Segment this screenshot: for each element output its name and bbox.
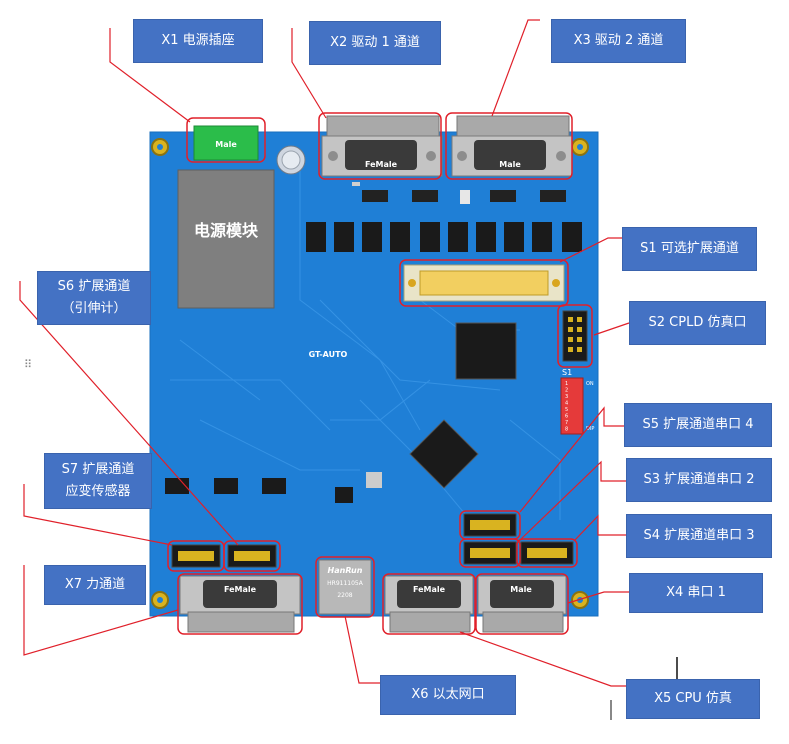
dip-number: 6 bbox=[565, 414, 568, 420]
ethernet-jack: HanRun HR911105A 2208 bbox=[318, 559, 372, 615]
label-s7-line1: S7 扩展通道 bbox=[61, 461, 135, 477]
s2-header bbox=[562, 310, 588, 362]
label-x1: X1 电源插座 bbox=[133, 19, 263, 63]
power-jack bbox=[193, 125, 259, 161]
x7-connector: FeMale bbox=[179, 575, 301, 633]
x2-connector-text: FeMale bbox=[365, 160, 398, 169]
label-s4: S4 扩展通道串口 3 bbox=[626, 514, 772, 558]
label-s7-line2: 应变传感器 bbox=[65, 484, 131, 499]
s1-header bbox=[403, 264, 565, 302]
x3-connector-text: Male bbox=[499, 160, 521, 169]
x5-connector: FeMale bbox=[384, 575, 474, 633]
cpu-chip bbox=[409, 419, 479, 489]
dip-number: 4 bbox=[565, 401, 568, 407]
callout-lines bbox=[19, 19, 630, 687]
svg-text:DIP: DIP bbox=[586, 426, 594, 432]
label-s6-line1: S6 扩展通道 bbox=[57, 278, 131, 294]
label-s5: S5 扩展通道串口 4 bbox=[624, 403, 772, 447]
relay-row bbox=[306, 222, 582, 252]
label-s2: S2 CPLD 仿真口 bbox=[629, 301, 766, 345]
dip-number: 5 bbox=[565, 407, 568, 413]
brand-silkscreen bbox=[305, 348, 350, 358]
svg-text:HanRun: HanRun bbox=[328, 566, 363, 575]
cpld-chip bbox=[455, 322, 517, 380]
left-components bbox=[165, 472, 382, 503]
label-s3: S3 扩展通道串口 2 bbox=[626, 458, 772, 502]
s7-header bbox=[171, 544, 221, 568]
dip-number: 1 bbox=[565, 381, 568, 387]
label-s6: S6 扩展通道 （引伸计） bbox=[37, 271, 151, 325]
dip-number: 8 bbox=[565, 427, 568, 433]
s4-header bbox=[520, 541, 574, 565]
svg-text:S1: S1 bbox=[562, 368, 572, 377]
dip-number: 3 bbox=[565, 394, 568, 400]
power-module-text: 电源模块 bbox=[194, 221, 259, 240]
label-x6: X6 以太网口 bbox=[380, 675, 516, 715]
x2-connector: FeMale bbox=[321, 115, 443, 177]
brand-text: GT-AUTO bbox=[309, 350, 348, 359]
power-module bbox=[177, 169, 275, 309]
label-x7: X7 力通道 bbox=[44, 565, 146, 605]
dip-switch: S1 ON DIP bbox=[560, 368, 594, 435]
power-jack-text: Male bbox=[215, 140, 237, 149]
label-x2: X2 驱动 1 通道 bbox=[309, 21, 441, 65]
dip-number: 2 bbox=[565, 388, 568, 394]
x7-connector-text: FeMale bbox=[224, 585, 257, 594]
svg-text:ON: ON bbox=[586, 381, 594, 387]
x4-connector-text: Male bbox=[510, 585, 532, 594]
dip-number: 7 bbox=[565, 420, 568, 426]
x5-connector-text: FeMale bbox=[413, 585, 446, 594]
svg-text:HR911105A: HR911105A bbox=[327, 580, 364, 587]
label-s1: S1 可选扩展通道 bbox=[622, 227, 757, 271]
label-s7: S7 扩展通道 应变传感器 bbox=[44, 453, 152, 509]
svg-text:2208: 2208 bbox=[337, 592, 352, 599]
x4-connector: Male bbox=[477, 575, 567, 633]
small-ics bbox=[352, 182, 566, 204]
label-x4: X4 串口 1 bbox=[629, 573, 763, 613]
s5-header bbox=[463, 513, 517, 537]
s6-header bbox=[227, 544, 277, 568]
x3-connector: Male bbox=[451, 115, 573, 177]
label-x5: X5 CPU 仿真 bbox=[626, 679, 760, 719]
label-s6-line2: （引伸计） bbox=[61, 301, 127, 316]
s3-header bbox=[463, 541, 517, 565]
label-x3: X3 驱动 2 通道 bbox=[551, 19, 686, 63]
drag-handle-icon[interactable]: ⠿ bbox=[24, 358, 34, 371]
